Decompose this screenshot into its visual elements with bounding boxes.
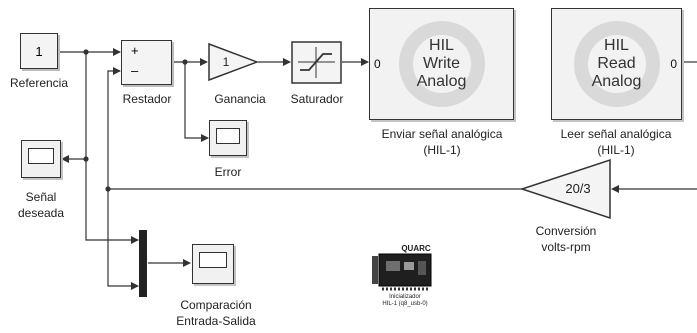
hil-write-line3: Analog — [416, 73, 467, 90]
signal-line-ref-mux — [85, 159, 139, 244]
hil-read-line3: Analog — [591, 73, 642, 90]
referencia-block[interactable]: 1 — [20, 33, 58, 69]
junction-dot — [182, 59, 188, 65]
comparacion-label1: Comparación — [180, 298, 252, 312]
restador-label: Restador — [122, 92, 172, 106]
hil-write-block[interactable]: HIL Write Analog 0 — [369, 8, 514, 120]
quarc-label1: Inicializador — [389, 294, 421, 300]
scope-screen-icon — [199, 252, 227, 268]
conversion-label1: Conversión — [535, 224, 597, 238]
conversion-value: 20/3 — [565, 181, 591, 196]
saturador-label: Saturador — [290, 92, 344, 106]
hil-read-label1: Leer señal analógica — [560, 127, 672, 141]
mux-block[interactable] — [139, 230, 147, 297]
ganancia-block[interactable] — [208, 42, 260, 82]
comparacion-scope-block[interactable] — [192, 244, 234, 284]
signal-line-error — [184, 62, 209, 142]
error-scope-block[interactable] — [209, 120, 247, 156]
conversion-block[interactable] — [519, 158, 611, 220]
senal-deseada-label2: deseada — [17, 206, 65, 220]
hil-write-label1: Enviar señal analógica — [381, 127, 503, 141]
senal-deseada-scope-block[interactable] — [21, 140, 61, 178]
quarc-label2: HIL-1 (q8_usb-0) — [382, 301, 428, 307]
ganancia-value: 1 — [222, 55, 230, 69]
signal-line-ref-senal — [61, 52, 87, 163]
senal-deseada-label1: Señal — [25, 190, 57, 204]
hil-read-line2: Read — [597, 55, 636, 72]
hil-write-port: 0 — [374, 57, 381, 71]
junction-dot — [105, 186, 111, 192]
ganancia-label: Ganancia — [214, 92, 266, 106]
signal-line-feedback — [107, 67, 610, 190]
scope-screen-icon — [216, 128, 240, 144]
scope-screen-icon — [28, 148, 54, 164]
hil-write-label2: (HIL-1) — [423, 143, 461, 157]
restador-minus: – — [131, 63, 139, 78]
quarc-brand: QUARC — [401, 244, 431, 253]
conversion-label2: volts-rpm — [541, 240, 591, 254]
junction-dot — [83, 49, 89, 55]
hil-read-port: 0 — [670, 57, 677, 71]
referencia-label: Referencia — [9, 76, 69, 90]
hil-write-line1: HIL — [429, 37, 454, 54]
signal-line-feedback-mux — [107, 189, 139, 290]
saturation-icon — [298, 47, 335, 78]
restador-block[interactable]: + – — [121, 40, 172, 85]
quarc-board-icon[interactable] — [372, 253, 432, 291]
hil-read-block[interactable]: HIL Read Analog 0 — [551, 8, 682, 120]
junction-dot — [83, 156, 89, 162]
hil-write-line2: Write — [422, 55, 461, 72]
restador-plus: + — [131, 43, 139, 58]
hil-read-label2: (HIL-1) — [597, 143, 635, 157]
hil-read-line1: HIL — [604, 37, 629, 54]
referencia-value: 1 — [35, 43, 43, 59]
error-label: Error — [214, 165, 242, 179]
comparacion-label2: Entrada-Salida — [176, 314, 256, 328]
